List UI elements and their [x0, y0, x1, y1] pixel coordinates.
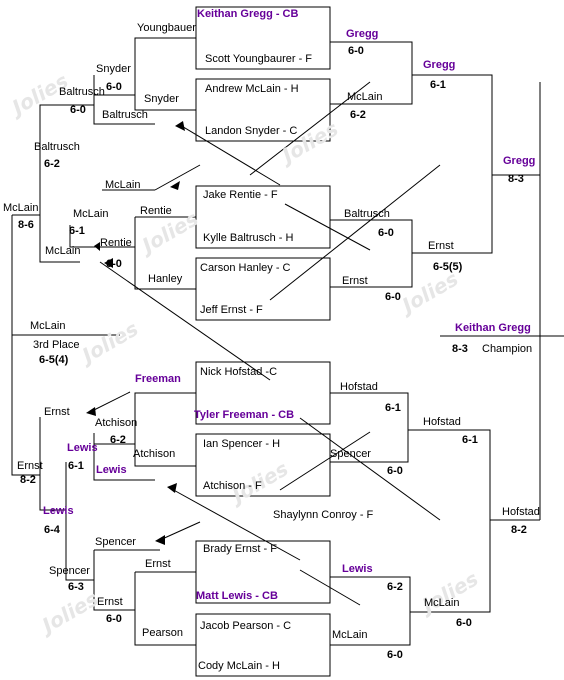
label-freeman: Freeman [135, 373, 181, 385]
box-6-bottom: Atchison - F [203, 480, 262, 492]
label-rentie: Rentie [100, 237, 132, 249]
box-4-top: Carson Hanley - C [200, 262, 291, 274]
label-mclain: McLain [73, 208, 109, 220]
label-gregg: Gregg [503, 155, 536, 167]
third-place-score: 6-5(4) [39, 354, 69, 366]
champion-label: Champion [482, 343, 533, 355]
label-mclain: McLain [105, 179, 141, 191]
arrow-head [86, 407, 96, 416]
score: 6-4 [44, 524, 60, 536]
arrow-head [155, 535, 165, 545]
label-lewis: Lewis [67, 442, 98, 454]
label-lewis: Lewis [43, 505, 74, 517]
box-7-top: Brady Ernst - F [203, 543, 277, 555]
champion-score: 8-3 [452, 343, 468, 355]
score: 6-5(5) [433, 261, 463, 273]
arrow-head [170, 181, 180, 190]
label-mclain: McLain [3, 202, 39, 214]
label-gregg: Gregg [423, 59, 456, 71]
label-ernst: Ernst [17, 460, 43, 472]
score: 6-0 [385, 291, 401, 303]
box-5-bottom: Tyler Freeman - CB [194, 409, 295, 421]
label-snyder: Snyder [144, 93, 179, 105]
score: 6-2 [350, 109, 366, 121]
box-1-bottom: Scott Youngbaurer - F [205, 53, 313, 65]
score: 6-0 [378, 227, 394, 239]
box-6-top: Ian Spencer - H [203, 438, 281, 450]
label-pearson: Pearson [142, 627, 183, 639]
score: 6-0 [106, 81, 122, 93]
score: 6-1 [462, 434, 478, 446]
label-spencer: Spencer [49, 565, 90, 577]
label-hofstad: Hofstad [423, 416, 461, 428]
box-5-top: Nick Hofstad -C [200, 366, 278, 378]
label-hofstad: Hofstad [340, 381, 378, 393]
box-4-bottom: Jeff Ernst - F [200, 304, 263, 316]
label-ernst: Ernst [342, 275, 368, 287]
score: 6-2 [387, 581, 403, 593]
box-3-top: Jake Rentie - F [203, 189, 278, 201]
box-2-bottom: Landon Snyder - C [205, 125, 298, 137]
label-hofstad: Hofstad [502, 506, 540, 518]
third-place-name: McLain [30, 320, 66, 332]
label-mclain: McLain [424, 597, 460, 609]
label-baltrusch: Baltrusch [59, 86, 105, 98]
champion-name: Keithan Gregg [455, 322, 531, 334]
score: 6-1 [68, 460, 84, 472]
label-snyder: Snyder [96, 63, 131, 75]
label-baltrusch: Baltrusch [344, 208, 390, 220]
label-mclain: McLain [45, 245, 81, 257]
score: 6-1 [430, 79, 446, 91]
score: 6-0 [456, 617, 472, 629]
arrow-head [104, 258, 113, 268]
score: 6-2 [110, 434, 126, 446]
label-lewis: Lewis [342, 563, 373, 575]
label-spencer: Spencer [330, 448, 371, 460]
box-3-bottom: Kylle Baltrusch - H [203, 232, 294, 244]
score: 6-1 [69, 225, 85, 237]
label-hanley: Hanley [148, 273, 183, 285]
score: 6-0 [70, 104, 86, 116]
arrow-head [167, 483, 177, 493]
label-ernst: Ernst [97, 596, 123, 608]
label-rentie: Rentie [140, 205, 172, 217]
match-box [195, 433, 331, 497]
box-8-top: Jacob Pearson - C [200, 620, 292, 632]
score: 8-6 [18, 219, 34, 231]
label-atchison: Atchison [95, 417, 138, 429]
score: 8-2 [20, 474, 36, 486]
arrow-head [175, 121, 185, 131]
label-mclain: McLain [332, 629, 368, 641]
label-gregg: Gregg [346, 28, 379, 40]
label-lewis: Lewis [96, 464, 127, 476]
third-place-label: 3rd Place [33, 339, 80, 351]
label-mclain: McLain [347, 91, 383, 103]
label-baltrusch: Baltrusch [102, 109, 148, 121]
score: 6-0 [348, 45, 364, 57]
score: 6-0 [106, 613, 122, 625]
label-ernst: Ernst [145, 558, 171, 570]
arrow-head [94, 242, 100, 251]
label-ernst: Ernst [428, 240, 454, 252]
score: 6-0 [106, 258, 122, 270]
box-1-top: Keithan Gregg - CB [197, 8, 299, 20]
score: 6-2 [44, 158, 60, 170]
label-spencer: Spencer [95, 536, 136, 548]
score: 8-2 [511, 524, 527, 536]
score: 6-0 [387, 465, 403, 477]
box-7-bottom: Matt Lewis - CB [196, 590, 278, 602]
label-ernst: Ernst [44, 406, 70, 418]
score: 8-3 [508, 173, 524, 185]
label-youngbauer: Youngbauer [137, 22, 196, 34]
box-2-top: Andrew McLain - H [205, 83, 299, 95]
score: 6-3 [68, 581, 84, 593]
label-atchison: Atchison [133, 448, 176, 460]
label-baltrusch: Baltrusch [34, 141, 80, 153]
box-8-bottom: Cody McLain - H [198, 660, 280, 672]
label-shaylynn-conroy: Shaylynn Conroy - F [273, 509, 374, 521]
score: 6-1 [385, 402, 401, 414]
score: 6-0 [387, 649, 403, 661]
